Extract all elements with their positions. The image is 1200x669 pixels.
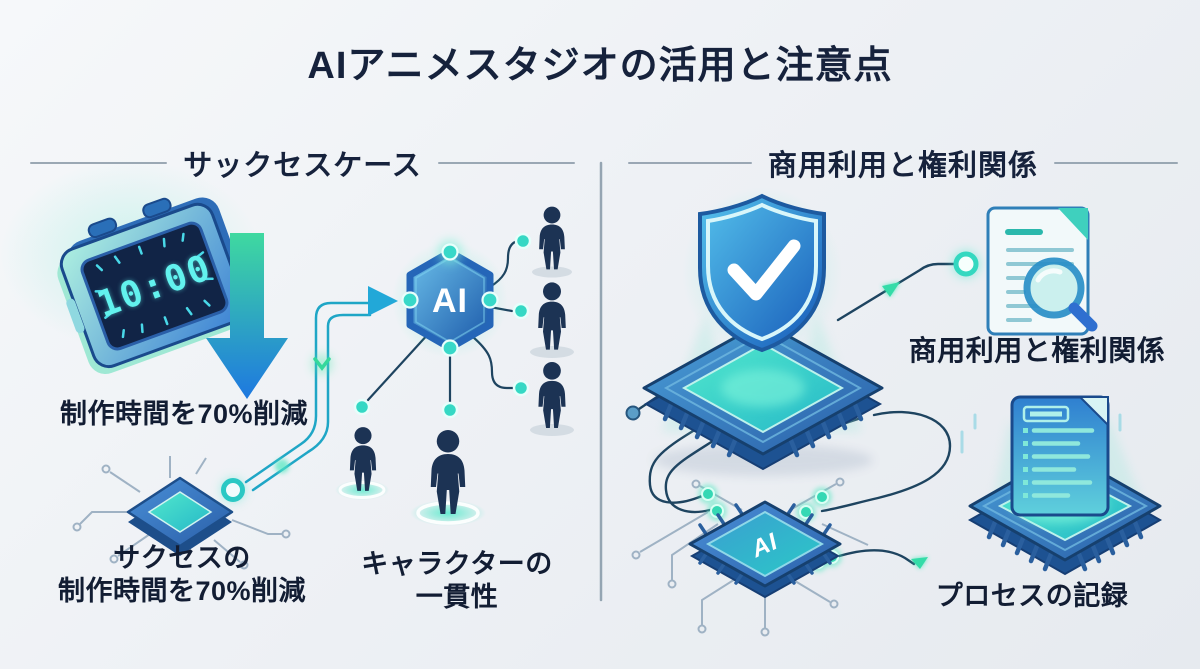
digital-clock-icon: 10:00 10:00 (57, 197, 251, 375)
magnifier-icon (1023, 257, 1098, 332)
document-magnifier-icon (986, 206, 1098, 336)
consistent-characters (335, 427, 486, 526)
connection-dots (353, 232, 532, 419)
shield-check-chip-icon (642, 187, 884, 476)
ai-cpu-chip-icon: AI (631, 477, 869, 637)
person-silhouette-icon (538, 361, 566, 429)
flow-path-chip-to-ai (221, 286, 398, 502)
left-section-heading-label: サックセスケース (183, 150, 422, 182)
person-silhouette-icon (539, 206, 565, 270)
arrow-to-document (882, 282, 900, 297)
flow-direction-chevron (313, 357, 331, 371)
chip-pins (986, 519, 1144, 572)
chip-caption-line1: サクセスの (113, 543, 251, 573)
arrowhead-into-ai (368, 286, 398, 316)
arrow-to-process-chip (911, 557, 928, 569)
folded-corner (1058, 208, 1088, 240)
down-arrow-icon (206, 233, 288, 399)
heading-line-left (30, 162, 168, 164)
heading-line-right (1054, 162, 1179, 164)
character-consistency-caption: キャラクターの 一貫性 (328, 548, 586, 614)
checkmark-icon (727, 239, 801, 301)
character-people (530, 206, 574, 436)
chip-caption-line2: 制作時間を70%削減 (57, 575, 307, 606)
document-ring-node (952, 250, 980, 278)
heading-line-left (628, 162, 752, 164)
right-section-heading: 商用利用と権利関係 (628, 142, 1179, 184)
character-caption-line2: 一貫性 (415, 581, 499, 612)
chip-pins (698, 503, 832, 585)
heading-line-right (437, 162, 575, 164)
checklist-rows (1023, 428, 1095, 498)
right-section-heading-label: 商用利用と権利関係 (768, 150, 1039, 182)
page-title: AIアニメスタジオの活用と注意点 (307, 45, 893, 87)
process-document-icon (1010, 395, 1110, 517)
ai-hexagon-node-icon: AI (392, 240, 508, 358)
cpu-chip-icon (72, 456, 291, 570)
ai-node-label: AI (432, 282, 468, 320)
shield-icon (698, 193, 826, 353)
chip-pins (662, 399, 864, 458)
clock-tick-marks (94, 232, 214, 339)
person-silhouette-icon (538, 282, 566, 350)
process-document-chip-icon (960, 395, 1163, 576)
process-record-caption: プロセスの記録 (935, 581, 1129, 611)
commercial-rights-caption: 商用利用と権利関係 (908, 335, 1166, 366)
circuit-traces (72, 456, 291, 570)
connector-node (625, 405, 641, 421)
chip-caption: サクセスの 制作時間を70%削減 (22, 542, 342, 608)
character-caption-line1: キャラクターの (361, 549, 553, 579)
time-reduction-caption: 制作時間を70%削減 (59, 399, 309, 429)
left-section-heading: サックセスケース (30, 142, 575, 184)
